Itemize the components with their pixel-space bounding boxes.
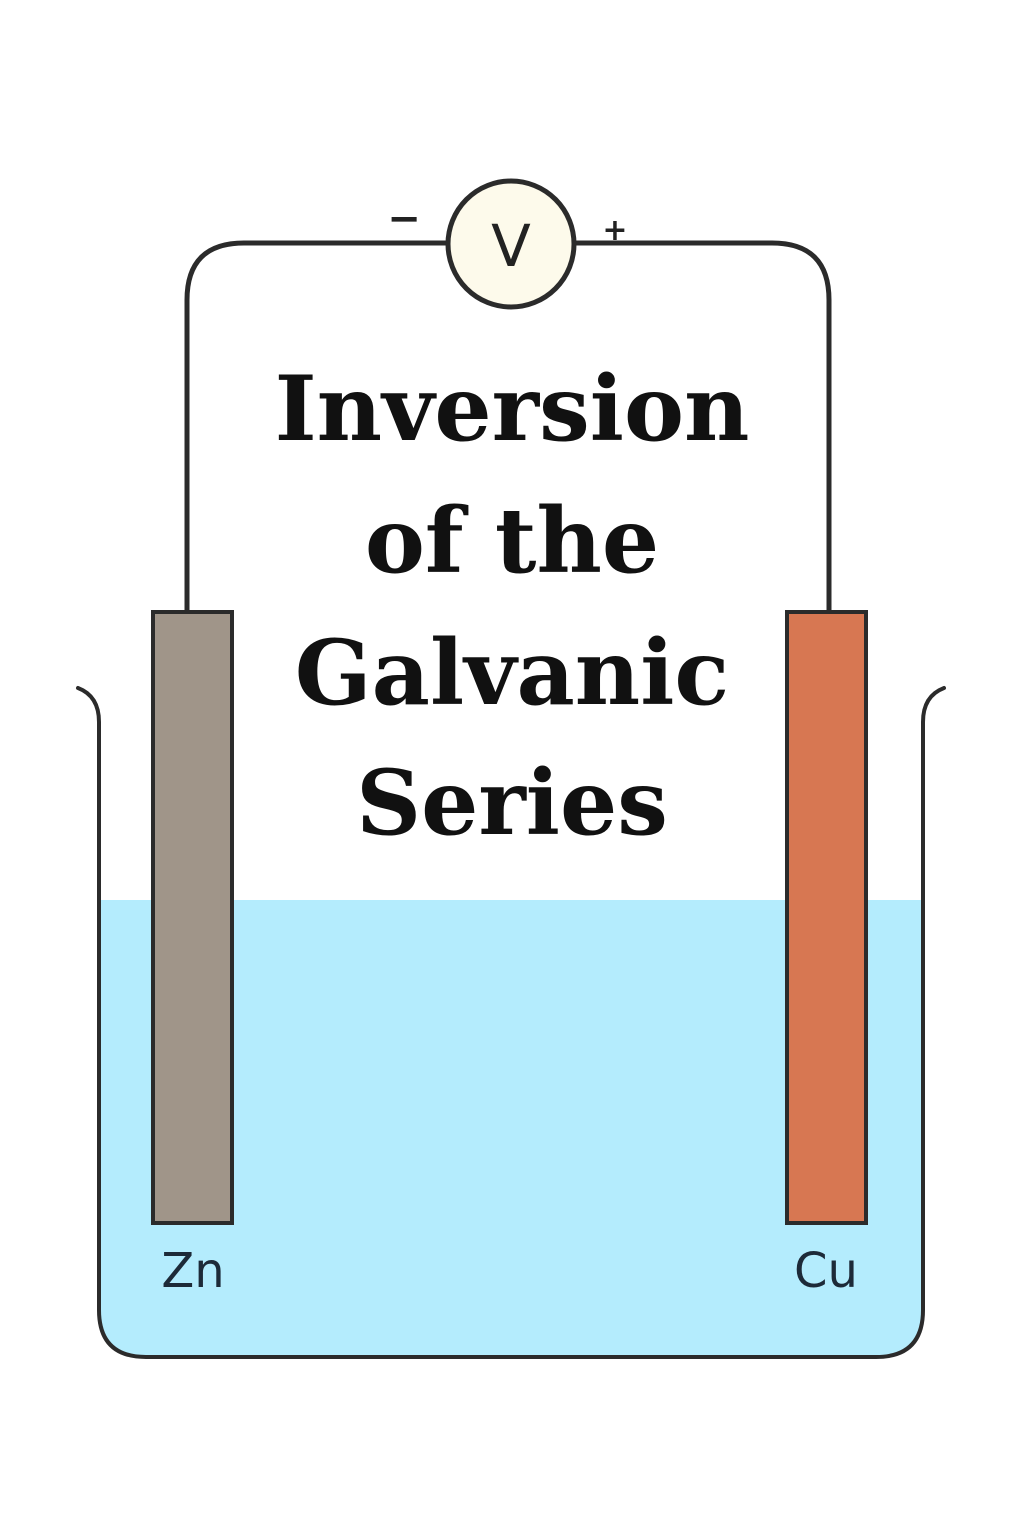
circuit-wire bbox=[184, 240, 832, 615]
title-line-1: Inversion bbox=[275, 356, 750, 462]
copper-electrode bbox=[785, 610, 868, 1225]
zinc-electrode bbox=[151, 610, 234, 1225]
zinc-label: Zn bbox=[161, 1243, 224, 1299]
voltmeter: V bbox=[445, 178, 577, 310]
title-line-3: Galvanic bbox=[295, 620, 729, 726]
voltmeter-dial bbox=[445, 178, 577, 310]
electrolyte-solution bbox=[99, 900, 923, 1357]
negative-terminal-sign: − bbox=[387, 196, 421, 242]
title-line-2: of the bbox=[365, 488, 659, 594]
diagram-title: Inversion of the Galvanic Series bbox=[275, 356, 750, 856]
copper-label: Cu bbox=[794, 1243, 858, 1299]
voltmeter-symbol: V bbox=[491, 212, 531, 280]
title-line-4: Series bbox=[356, 750, 668, 856]
positive-terminal-sign: + bbox=[602, 213, 627, 248]
beaker bbox=[76, 686, 946, 1359]
